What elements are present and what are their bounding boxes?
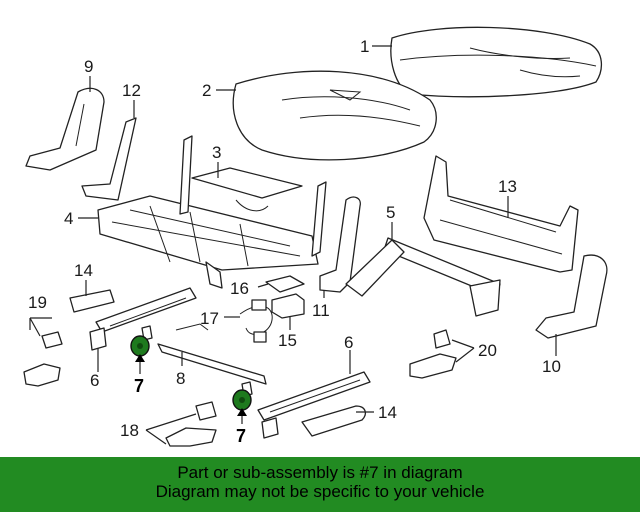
parts-diagram: 1 2 3 4 5 6 6 7 7 8 9 10 11 12 13 14 14 … [23, 26, 608, 447]
callout-labels: 1 2 3 4 5 6 6 7 7 8 9 10 11 12 13 14 14 … [28, 37, 561, 446]
callout-6-left: 6 [90, 371, 99, 390]
callout-13: 13 [498, 177, 517, 196]
callout-8: 8 [176, 369, 185, 388]
part-13-back-frame [423, 155, 579, 273]
info-banner: Part or sub-assembly is #7 in diagram Di… [0, 457, 640, 512]
callout-2: 2 [202, 81, 211, 100]
part-12-bracket [81, 117, 137, 201]
callout-10: 10 [542, 357, 561, 376]
part-8-torsion-bar [157, 323, 267, 385]
seat-back-uprights [179, 135, 327, 257]
part-5-frame-bar [345, 237, 501, 317]
callout-17: 17 [200, 309, 219, 328]
banner-line-1: Part or sub-assembly is #7 in diagram [177, 463, 463, 482]
part-15-switch [271, 293, 305, 319]
part-20-bracket [409, 329, 457, 379]
part-11-hinge-cover [319, 196, 361, 293]
part-14-cover-upper [69, 289, 115, 313]
part-18-bracket [165, 401, 217, 447]
part-6-track-left [89, 287, 197, 351]
part-1-cushion-pad [390, 26, 602, 98]
banner-line-2: Diagram may not be specific to your vehi… [155, 482, 485, 501]
callout-19: 19 [28, 293, 47, 312]
part-2-cushion-cover [232, 70, 437, 161]
callout-9: 9 [84, 57, 93, 76]
part-4-seat-frame [97, 195, 319, 289]
callout-4: 4 [64, 209, 73, 228]
part-14-cover-lower [301, 405, 367, 437]
part-6-track-right [257, 371, 371, 439]
callout-5: 5 [386, 203, 395, 222]
callout-3: 3 [212, 143, 221, 162]
callout-18: 18 [120, 421, 139, 440]
callout-7-left: 7 [134, 376, 144, 396]
callout-14-upper: 14 [74, 261, 93, 280]
callout-1: 1 [360, 37, 369, 56]
part-7-highlighted-left[interactable] [130, 325, 153, 357]
callout-6-right: 6 [344, 333, 353, 352]
part-3-mat [191, 167, 303, 212]
part-17-harness [239, 299, 273, 343]
callout-11: 11 [312, 301, 330, 320]
part-9-shield [25, 87, 105, 171]
callout-12: 12 [122, 81, 141, 100]
part-10-side-trim [535, 254, 608, 339]
part-16-clip [265, 275, 305, 293]
callout-20: 20 [478, 341, 497, 360]
callout-7-right: 7 [236, 426, 246, 446]
leader-lines [29, 45, 557, 445]
part-7-highlighted-right[interactable] [232, 381, 253, 411]
part-19-bracket [23, 331, 63, 387]
callout-14-lower: 14 [378, 403, 397, 422]
callout-15: 15 [278, 331, 297, 350]
callout-16: 16 [230, 279, 249, 298]
